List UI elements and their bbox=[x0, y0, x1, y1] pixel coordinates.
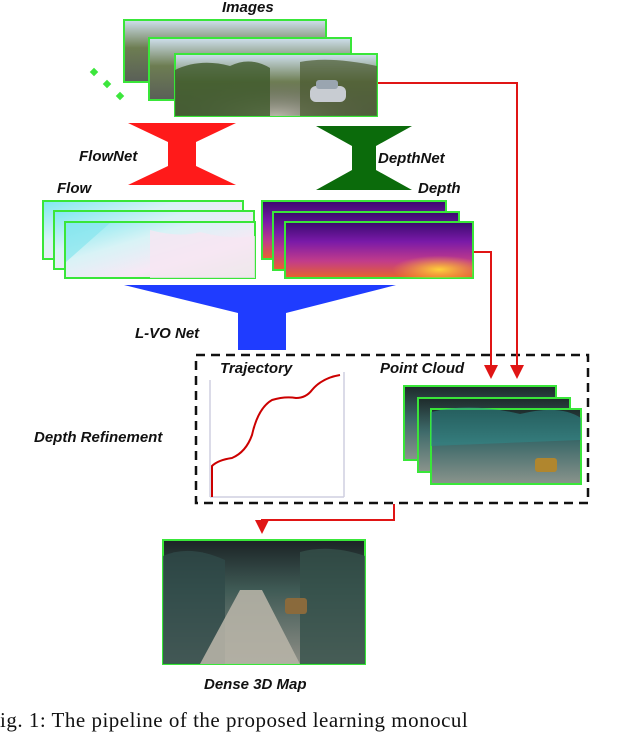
trajectory-curve bbox=[211, 374, 341, 497]
arrow-depth-to-point-cloud bbox=[474, 251, 498, 379]
arrow-refinement-to-dense-map bbox=[255, 504, 395, 534]
depthnet-label: DepthNet bbox=[378, 150, 446, 167]
arrow-icon bbox=[255, 82, 524, 534]
ellipsis-dots-icon bbox=[89, 67, 125, 101]
point-cloud-label: Point Cloud bbox=[380, 360, 465, 377]
lvo-net-label: L-VO Net bbox=[135, 325, 200, 342]
arrow-images-to-point-cloud bbox=[378, 82, 524, 379]
dense-3d-map-image bbox=[162, 539, 366, 665]
depth-refinement-label: Depth Refinement bbox=[34, 429, 163, 446]
depth-refinement-box bbox=[194, 353, 590, 505]
lvo-net-funnel bbox=[124, 285, 396, 350]
depthnet-shape bbox=[316, 126, 412, 190]
flownet-shape bbox=[128, 123, 236, 185]
figure-caption: ig. 1: The pipeline of the proposed lear… bbox=[0, 708, 469, 732]
depth-label: Depth bbox=[418, 180, 461, 197]
flow-label: Flow bbox=[57, 180, 92, 197]
car-shape bbox=[310, 86, 346, 102]
images-label: Images bbox=[222, 0, 274, 16]
flow-frames-stack bbox=[42, 200, 256, 279]
trajectory-plot bbox=[209, 372, 345, 498]
point-cloud-frames-stack bbox=[403, 385, 582, 485]
trajectory-label: Trajectory bbox=[220, 360, 293, 377]
depth-frames-stack bbox=[261, 200, 474, 279]
flownet-label: FlowNet bbox=[79, 148, 138, 165]
image-frame-front bbox=[174, 53, 378, 117]
image-frames-stack bbox=[123, 19, 378, 117]
dense-3d-map-label: Dense 3D Map bbox=[204, 676, 307, 693]
